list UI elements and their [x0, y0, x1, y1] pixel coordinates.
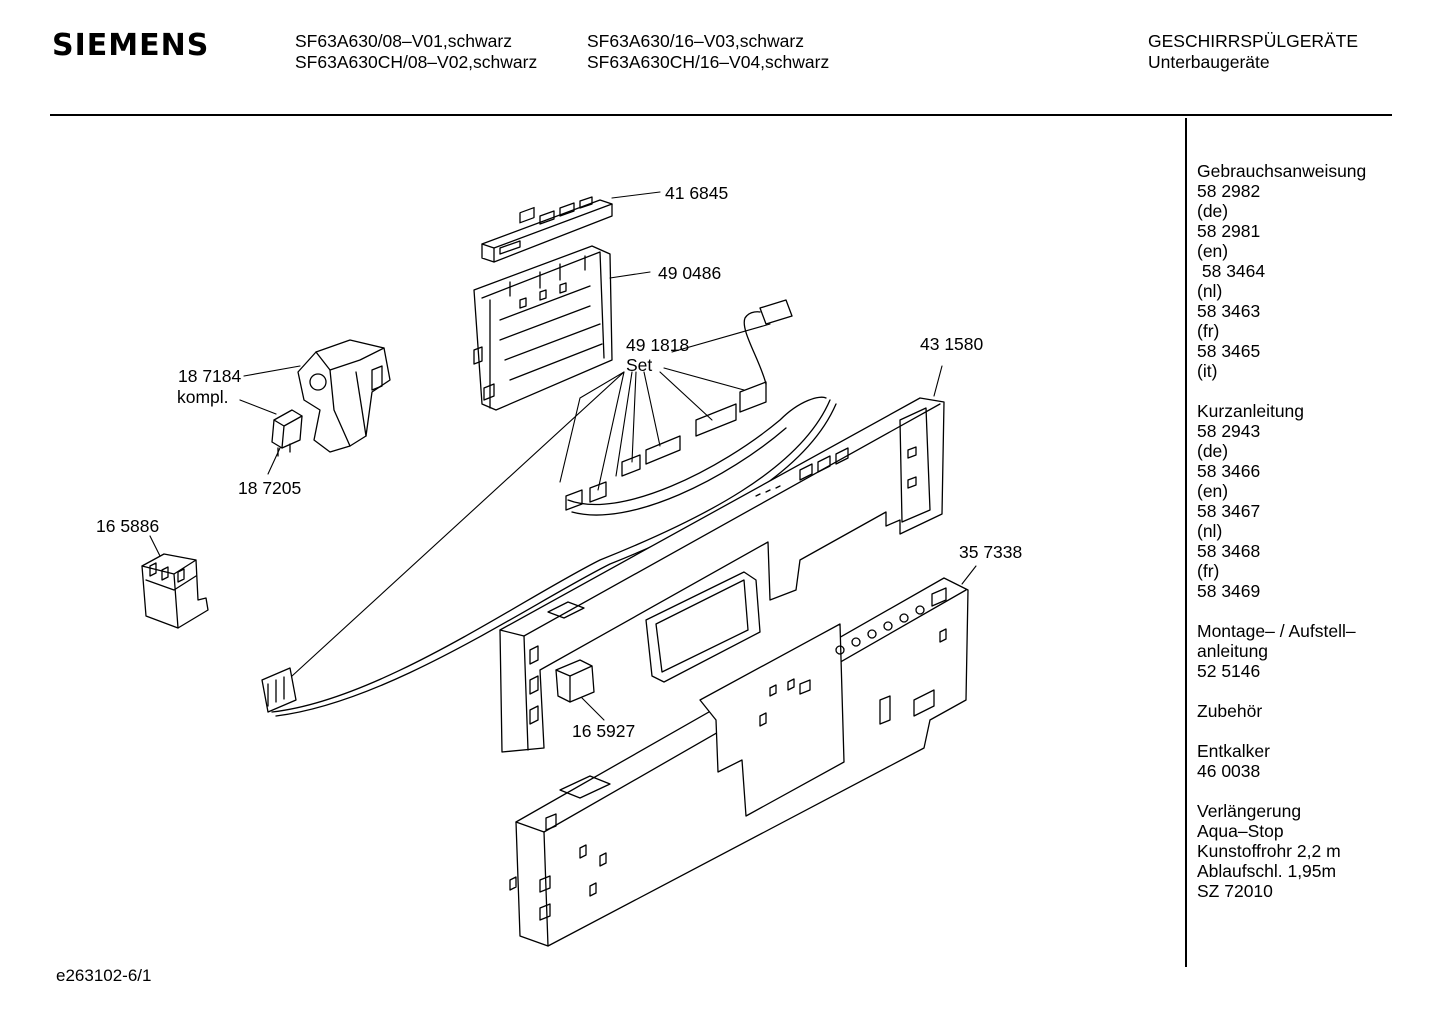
doc-line: Gebrauchsanweisung: [1197, 161, 1367, 181]
part-panel-housing: [509, 577, 969, 947]
exploded-parts-drawing: 41 6845 49 0486 49 1818 Set 43 1580 18 7…: [96, 183, 1022, 947]
model-list-1: SF63A630/08–V01,schwarz SF63A630CH/08–V0…: [295, 31, 537, 73]
doc-line: SZ 72010: [1197, 881, 1273, 901]
model-line: SF63A630CH/16–V04,schwarz: [587, 52, 830, 72]
model-list-2: SF63A630/16–V03,schwarz SF63A630CH/16–V0…: [587, 31, 829, 73]
label-187184-kompl: kompl.: [177, 387, 229, 407]
label-165927: 16 5927: [572, 721, 635, 741]
doc-line: (nl): [1197, 281, 1223, 301]
label-491818: 49 1818: [626, 335, 689, 355]
doc-line: Kurzanleitung: [1197, 401, 1305, 421]
doc-line: (de): [1197, 441, 1229, 461]
doc-line: Verlängerung: [1197, 801, 1302, 821]
part-cable-harness: [261, 299, 837, 717]
doc-line: 58 3467: [1197, 501, 1261, 521]
category-block: GESCHIRRSPÜLGERÄTE Unterbaugeräte: [1148, 31, 1358, 73]
doc-line: 58 3468: [1197, 541, 1261, 561]
label-431580: 43 1580: [920, 334, 984, 354]
label-187205: 18 7205: [238, 478, 301, 498]
doc-group-descaler: Entkalker 46 0038: [1197, 741, 1366, 781]
brand-logo: SIEMENS: [52, 28, 210, 63]
drawing-code: e263102-6/1: [56, 966, 152, 985]
leader-lines: [149, 191, 977, 721]
doc-line: Kunstoffrohr 2,2 m: [1197, 841, 1341, 861]
label-491818-set: Set: [626, 355, 652, 375]
sidebar-documents: Gebrauchsanweisung 58 2982 (de) 58 2981 …: [1197, 161, 1366, 921]
doc-line: Ablaufschl. 1,95m: [1197, 861, 1337, 881]
doc-line: (nl): [1197, 521, 1223, 541]
doc-line: 58 3465: [1197, 341, 1261, 361]
doc-line: 58 2943: [1197, 421, 1261, 441]
doc-line: 58 3464: [1197, 261, 1266, 281]
doc-group-short-guide: Kurzanleitung 58 2943 (de) 58 3466 (en) …: [1197, 401, 1366, 601]
model-line: SF63A630/08–V01,schwarz: [295, 31, 512, 51]
doc-line: Zubehör: [1197, 701, 1263, 721]
doc-line: (fr): [1197, 561, 1220, 581]
label-416845: 41 6845: [665, 183, 728, 203]
part-front-frame: [499, 397, 945, 753]
part-control-module: [473, 245, 613, 411]
model-line: SF63A630CH/08–V02,schwarz: [295, 52, 538, 72]
category-subtitle: Unterbaugeräte: [1148, 52, 1270, 72]
label-165886: 16 5886: [96, 516, 159, 536]
doc-group-extension: Verlängerung Aqua–Stop Kunstoffrohr 2,2 …: [1197, 801, 1366, 901]
doc-line: (it): [1197, 361, 1218, 381]
doc-line: 58 3466: [1197, 461, 1261, 481]
doc-group-accessories: Zubehör: [1197, 701, 1366, 721]
part-valve-assembly: [297, 339, 391, 453]
doc-line: (en): [1197, 481, 1229, 501]
part-display-cover: [481, 196, 613, 263]
doc-group-installation: Montage– / Aufstell– anleitung 52 5146: [1197, 621, 1366, 681]
part-microswitch: [271, 409, 303, 457]
label-187184: 18 7184: [178, 366, 242, 386]
label-357338: 35 7338: [959, 542, 1022, 562]
doc-line: 58 2982: [1197, 181, 1261, 201]
doc-line: 52 5146: [1197, 661, 1261, 681]
doc-line: 58 3469: [1197, 581, 1261, 601]
doc-line: (fr): [1197, 321, 1220, 341]
category-title: GESCHIRRSPÜLGERÄTE: [1148, 31, 1359, 51]
sidebar-rule: [1185, 118, 1187, 967]
doc-line: Aqua–Stop: [1197, 821, 1284, 841]
doc-line: Montage– / Aufstell–: [1197, 621, 1356, 641]
doc-line: 58 2981: [1197, 221, 1261, 241]
doc-line: 46 0038: [1197, 761, 1261, 781]
model-line: SF63A630/16–V03,schwarz: [587, 31, 804, 51]
label-490486: 49 0486: [658, 263, 721, 283]
part-small-block: [555, 659, 595, 703]
doc-line: (en): [1197, 241, 1229, 261]
part-relay: [141, 553, 209, 629]
doc-line: anleitung: [1197, 641, 1269, 661]
doc-line: 58 3463: [1197, 301, 1261, 321]
header-rule: [50, 114, 1392, 116]
doc-line: Entkalker: [1197, 741, 1270, 761]
doc-group-manual: Gebrauchsanweisung 58 2982 (de) 58 2981 …: [1197, 161, 1366, 381]
doc-line: (de): [1197, 201, 1229, 221]
